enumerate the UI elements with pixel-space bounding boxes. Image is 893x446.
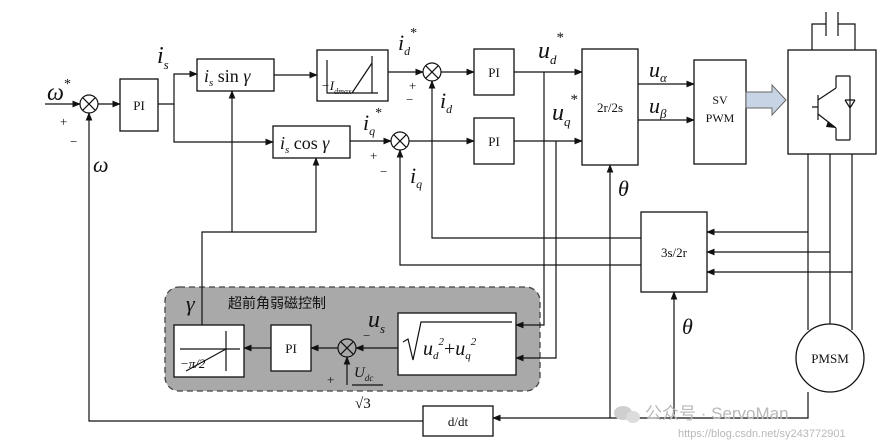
wire-omega-feedback (85, 112, 423, 422)
transform-2r2s-block (581, 48, 639, 166)
uq-ref-label: uq* (552, 92, 578, 129)
speed-pi-block (119, 78, 159, 132)
omega-ref-label: ω* (47, 77, 71, 106)
svg-text:Udc: Udc (354, 365, 373, 383)
d-sum-minus: − (406, 92, 413, 107)
is-label: is (157, 43, 169, 72)
svpwm-label-1: SV (712, 93, 728, 107)
id-feedback-label: id (440, 88, 453, 116)
udc-over-sqrt3-label: Udc √3 (352, 365, 383, 412)
omega-feedback-label: ω (93, 152, 109, 177)
svpwm-block (693, 59, 747, 165)
wire-id-feedback (428, 80, 641, 239)
wire-ud-to-us (515, 72, 545, 329)
iq-ref-label: iq* (363, 106, 382, 138)
id-limit-label: −Idmax (321, 78, 352, 96)
u-beta-label: uβ (649, 93, 667, 121)
transform-3s2r-label: 3s/2r (661, 245, 688, 260)
ud-ref-label: ud* (538, 30, 564, 67)
wire-is-top (158, 70, 198, 105)
wire-motor-theta (788, 392, 809, 419)
pmsm-label: PMSM (811, 351, 849, 366)
voltage-pi-label: PI (285, 341, 297, 356)
svg-text:√3: √3 (355, 396, 371, 412)
id-ref-label: id* (398, 26, 417, 58)
speed-sum-minus: − (70, 134, 77, 149)
is-sin-gamma-label: is sin γ (204, 66, 251, 89)
inverter-block (787, 49, 877, 155)
wire-gamma-to-cos (232, 157, 320, 233)
wire-iq-feedback (396, 149, 641, 266)
field-weakening-panel-title: 超前角弱磁控制 (228, 295, 326, 311)
voltage-sum-plus: + (327, 372, 334, 387)
watermark-logo-icon (614, 406, 640, 423)
voltage-sum-minus: − (363, 328, 370, 343)
d-axis-pi-label: PI (488, 65, 500, 80)
u-alpha-label: uα (649, 57, 668, 85)
is-cos-gamma-label: is cos γ (280, 133, 330, 156)
watermark-url: https://blog.csdn.net/sy243772901 (678, 428, 846, 440)
q-sum-plus: + (370, 148, 377, 163)
us-sqrt-sign (402, 321, 512, 361)
wire-is-bottom (173, 104, 274, 146)
q-axis-pi-label: PI (488, 134, 500, 149)
is-cos-gamma-block (272, 125, 351, 159)
d-sum-plus: + (409, 78, 416, 93)
theta-label-top: θ (618, 176, 629, 201)
watermark-brand: 公众号 · ServoMan (645, 404, 789, 423)
igbt-emitter-arrow (826, 121, 836, 128)
wire-gamma-to-sin (201, 90, 236, 325)
d-axis-pi-block (473, 48, 515, 96)
speed-pi-label: PI (133, 98, 145, 113)
speed-sum-junction (79, 94, 99, 114)
derivative-label: d/dt (448, 414, 469, 429)
svpwm-label-2: PWM (706, 111, 735, 125)
igbt-symbol (812, 75, 856, 141)
us-magnitude-block (397, 312, 517, 376)
voltage-pi-block (270, 324, 312, 372)
id-limit-curve (326, 56, 378, 94)
angle-limit-label: −π/2 (180, 356, 206, 371)
angle-limit-curve (180, 331, 240, 372)
q-sum-minus: − (380, 164, 387, 179)
d-current-sum-junction (422, 62, 442, 82)
theta-label-bottom: θ (682, 314, 693, 339)
wire-uq-to-us (515, 141, 557, 362)
transform-2r2s-label: 2r/2s (597, 100, 623, 115)
gamma-label: γ (186, 291, 196, 316)
derivative-block (422, 405, 494, 437)
speed-sum-plus: + (60, 114, 67, 129)
wire-pwm-signals (745, 83, 787, 117)
dc-link-capacitor (811, 12, 856, 50)
q-current-sum-junction (390, 131, 410, 151)
us-label: us (368, 307, 385, 336)
iq-feedback-label: iq (410, 163, 422, 191)
us-magnitude-expr: ud2+uq2 (423, 336, 477, 362)
